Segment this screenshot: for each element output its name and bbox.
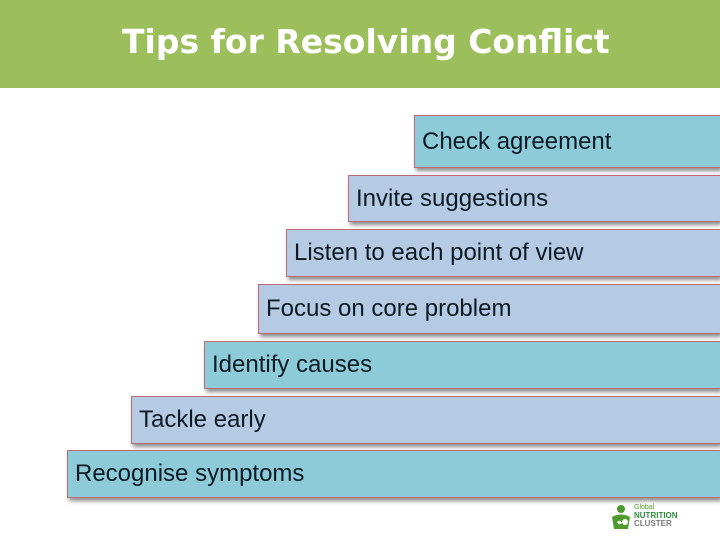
step-check-agreement: Check agreement <box>414 115 720 168</box>
step-listen-to-each-point: Listen to each point of view <box>286 229 720 277</box>
logo-line-global: Global <box>634 504 655 511</box>
step-tackle-early: Tackle early <box>131 396 720 444</box>
title-banner: Tips for Resolving Conflict <box>0 0 720 88</box>
logo-line-nutrition: NUTRITION <box>634 511 678 520</box>
global-nutrition-cluster-logo: Global NUTRITION CLUSTER <box>609 502 689 532</box>
step-invite-suggestions: Invite suggestions <box>348 175 720 222</box>
step-identify-causes: Identify causes <box>204 341 720 389</box>
step-focus-on-core-problem: Focus on core problem <box>258 284 720 334</box>
nutrition-cluster-logo-icon <box>612 505 630 529</box>
page-title: Tips for Resolving Conflict <box>122 22 610 61</box>
logo-line-cluster: CLUSTER <box>634 519 672 528</box>
logo-wordmark: Global NUTRITION CLUSTER <box>634 504 678 528</box>
step-recognise-symptoms: Recognise symptoms <box>67 450 720 498</box>
